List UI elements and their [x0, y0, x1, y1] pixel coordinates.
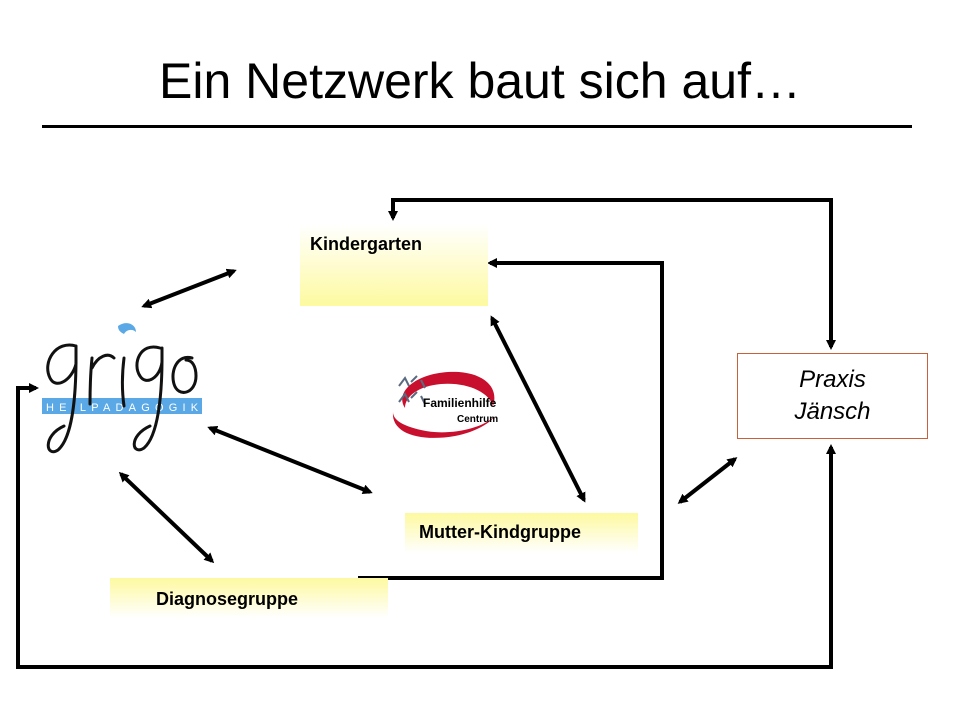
node-praxis-jaensch: Praxis Jänsch — [737, 353, 928, 439]
node-kindergarten-label: Kindergarten — [310, 234, 423, 254]
familienhilfe-logo-line2: Centrum — [457, 414, 498, 425]
connector-grigo-kindergarten — [141, 268, 237, 309]
connector-praxis-to-grigo-loop — [16, 383, 836, 669]
connector-grigo-mutter — [207, 425, 373, 495]
title-underline — [42, 125, 912, 128]
familienhilfe-logo-swoosh — [402, 371, 495, 408]
slide-title: Ein Netzwerk baut sich auf… — [159, 53, 801, 109]
connector-kindergarten-mutter — [490, 315, 586, 503]
node-praxis-line2: Jänsch — [794, 398, 871, 425]
familienhilfe-logo-line1: Familienhilfe — [423, 396, 497, 410]
connector-mutter-praxis — [677, 457, 738, 504]
connector-praxis-to-kindergarten — [388, 198, 836, 350]
node-mutter-kindgruppe-label: Mutter-Kindgruppe — [419, 522, 581, 542]
grigo-logo-script — [46, 343, 198, 454]
familienhilfe-centrum-logo: Familienhilfe Centrum — [392, 371, 498, 438]
grigo-logo-band — [42, 398, 202, 414]
grigo-logo: HEILPADAGOGIK — [42, 323, 202, 454]
node-mutter-kindgruppe: Mutter-Kindgruppe — [405, 513, 638, 553]
connector-grigo-diagnose — [118, 471, 215, 564]
node-diagnosegruppe: Diagnosegruppe — [110, 578, 388, 618]
grigo-logo-dove — [118, 323, 136, 334]
node-kindergarten: Kindergarten — [300, 224, 488, 306]
node-praxis-line1: Praxis — [799, 366, 866, 393]
node-diagnosegruppe-label: Diagnosegruppe — [156, 589, 299, 609]
familienhilfe-logo-figures — [398, 375, 426, 405]
